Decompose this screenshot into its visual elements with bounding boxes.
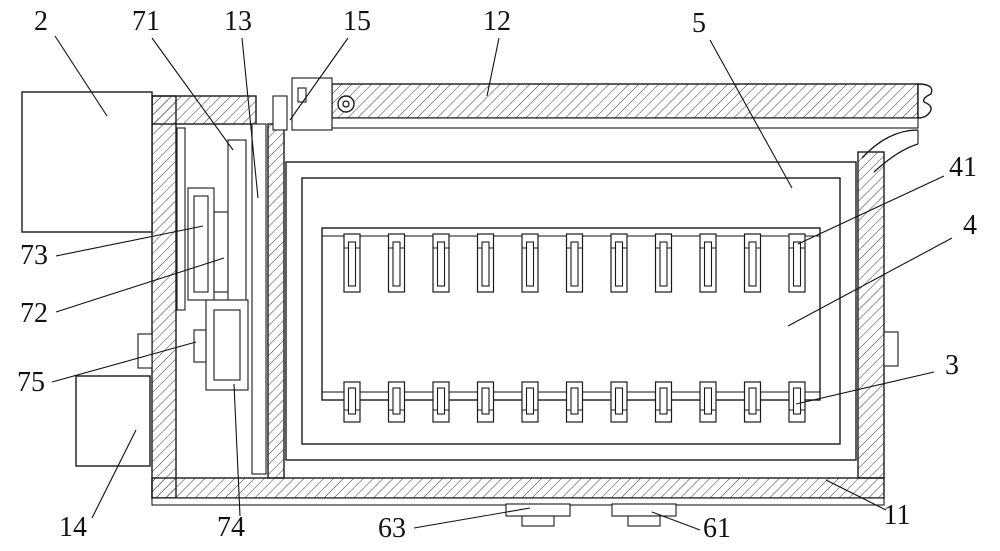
gear-73-core [193, 195, 209, 293]
tooth-bottom-slot [570, 387, 579, 415]
leader-lines [51, 35, 953, 531]
leader-15 [289, 37, 349, 121]
tooth-top-slot [792, 241, 802, 287]
gear-74-core [213, 309, 241, 381]
leader-75 [51, 341, 197, 383]
inner-divider-wall [267, 123, 285, 479]
tooth-bottom-slot [525, 387, 535, 415]
leader-63 [413, 507, 531, 529]
corner-molding-outer [861, 129, 919, 159]
plate-13 [251, 123, 267, 475]
corner-molding-inner [873, 143, 919, 173]
label-72: 72 [20, 298, 48, 329]
tooth-top-slot [703, 241, 713, 287]
leader-3 [795, 371, 935, 405]
drive-mechanism [176, 123, 267, 475]
foot-63-pad [521, 515, 555, 527]
tooth-top-slot [481, 241, 490, 287]
hinge-pin-outer [337, 95, 355, 113]
cover-end-cap [917, 83, 933, 119]
tooth-top-slot [614, 241, 624, 287]
hinge-bracket-slot [297, 87, 307, 103]
foot-61-pad [627, 515, 661, 527]
bearing-75 [193, 329, 207, 363]
leader-71 [151, 37, 234, 151]
bottom-wall [151, 477, 885, 499]
label-15: 15 [343, 6, 371, 37]
lower-box-14 [75, 375, 151, 467]
tooth-top-slot [347, 241, 357, 287]
foot-61-base [611, 503, 677, 517]
tooth-top-slot [570, 241, 579, 287]
label-13: 13 [224, 6, 252, 37]
label-12: 12 [483, 6, 511, 37]
tooth-top-slot [748, 241, 757, 287]
label-4: 4 [963, 210, 977, 241]
leader-5 [709, 39, 793, 189]
label-63: 63 [378, 513, 406, 544]
rack-71 [227, 139, 247, 311]
tooth-top-slot [392, 241, 401, 287]
leader-74 [233, 383, 241, 517]
tooth-bottom-slot [703, 387, 713, 415]
label-71: 71 [132, 6, 160, 37]
electrode-row-top-41 [343, 233, 806, 293]
right-tab [883, 331, 899, 367]
cover-rail [331, 117, 919, 129]
label-61: 61 [703, 513, 731, 544]
leader-72 [55, 257, 225, 313]
tooth-bottom-slot [614, 387, 624, 415]
tooth-bottom-slot [792, 387, 802, 415]
tooth-bottom-slot [436, 387, 446, 415]
hinge-bracket-left [272, 95, 288, 131]
leader-73 [55, 225, 204, 257]
label-2: 2 [34, 6, 48, 37]
left-wall [151, 95, 177, 499]
hinge-bracket-block [291, 77, 333, 131]
label-41: 41 [949, 152, 977, 183]
tooth-bottom-slot [481, 387, 490, 415]
motor-box-2 [21, 91, 153, 233]
left-tab [137, 333, 153, 369]
electrode-row-bottom-3 [343, 381, 806, 423]
tooth-top-slot [436, 241, 446, 287]
tooth-top-slot [659, 241, 668, 287]
leader-61 [651, 511, 701, 531]
leader-12 [486, 37, 500, 97]
leader-11 [825, 479, 887, 511]
leader-14 [91, 429, 137, 519]
label-11: 11 [884, 500, 911, 531]
leader-13 [241, 37, 259, 199]
label-73: 73 [20, 240, 48, 271]
right-wall [857, 151, 885, 479]
tooth-bottom-slot [347, 387, 357, 415]
drive-shaft [176, 127, 186, 311]
label-75: 75 [17, 367, 45, 398]
tooth-top-slot [525, 241, 535, 287]
label-74: 74 [217, 512, 245, 543]
label-14: 14 [59, 512, 87, 543]
gear-72 [213, 211, 229, 293]
tooth-bottom-slot [748, 387, 757, 415]
leader-2 [54, 35, 108, 117]
reference-labels: 2 71 13 15 12 5 41 4 3 73 72 75 14 74 63… [17, 6, 977, 544]
label-3: 3 [945, 350, 959, 381]
cover-assembly [272, 77, 933, 173]
tooth-bottom-slot [659, 387, 668, 415]
feet [505, 503, 677, 527]
leader-41 [797, 175, 945, 245]
cover-plate [331, 83, 919, 119]
label-5: 5 [692, 8, 706, 39]
hinge-pin-inner [342, 100, 350, 108]
tooth-bottom-slot [392, 387, 401, 415]
leader-4 [787, 237, 953, 327]
